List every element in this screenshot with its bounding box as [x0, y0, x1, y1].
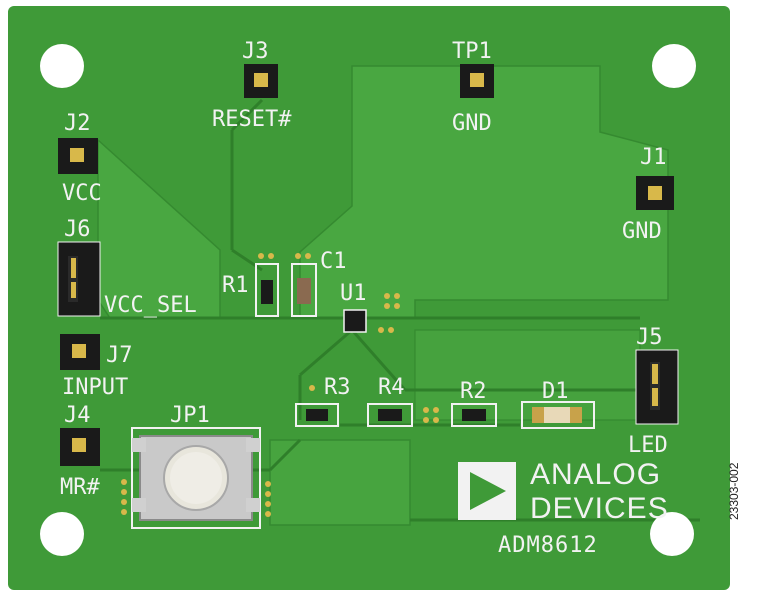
label-j7: J7	[106, 343, 133, 368]
connector-j1	[636, 176, 674, 210]
resistor-r4	[367, 403, 439, 427]
jp1-pin-dots	[121, 479, 271, 517]
label-led: LED	[628, 433, 668, 458]
label-r1: R1	[222, 273, 249, 298]
connector-j4	[60, 428, 100, 466]
resistor-r2	[451, 403, 497, 427]
connector-j2	[58, 138, 98, 174]
label-j4: J4	[64, 403, 91, 428]
label-jp1: JP1	[170, 403, 210, 428]
label-vcc: VCC	[62, 181, 102, 206]
label-input: INPUT	[62, 375, 128, 400]
copper-pour-right	[299, 65, 669, 319]
copper-pour-bottom	[269, 439, 411, 526]
label-gnd-tp1: GND	[452, 111, 492, 136]
label-tp1: TP1	[452, 39, 492, 64]
mounting-hole-tr	[652, 44, 696, 88]
jumper-j5	[635, 349, 679, 425]
label-d1: D1	[542, 379, 569, 404]
analog-devices-logo	[458, 462, 516, 520]
connector-j3	[244, 64, 278, 98]
brand-line-analog: ANALOG	[530, 458, 661, 491]
label-j3: J3	[242, 39, 269, 64]
jumper-j6	[57, 241, 101, 317]
mounting-hole-br	[650, 512, 694, 556]
test-point-tp1	[460, 64, 494, 98]
mounting-hole-bl	[40, 512, 84, 556]
label-c1: C1	[320, 249, 347, 274]
brand-line-devices: DEVICES	[530, 492, 669, 525]
label-gnd-j1: GND	[622, 219, 662, 244]
mounting-hole-tl	[40, 44, 84, 88]
resistor-r1	[255, 253, 279, 317]
label-mr: MR#	[60, 475, 100, 500]
led-d1	[521, 401, 595, 429]
connector-j7	[60, 334, 100, 370]
label-r3: R3	[324, 375, 351, 400]
part-number: ADM8612	[498, 533, 598, 558]
label-r4: R4	[378, 375, 405, 400]
label-u1: U1	[340, 281, 367, 306]
resistor-r3	[295, 385, 339, 427]
label-r2: R2	[460, 379, 487, 404]
capacitor-c1	[291, 253, 317, 317]
label-reset: RESET#	[212, 107, 292, 132]
ic-u1	[343, 293, 400, 333]
figure-id: 23303-002	[727, 462, 741, 520]
label-j6: J6	[64, 217, 91, 242]
label-j2: J2	[64, 111, 91, 136]
label-j5: J5	[636, 325, 663, 350]
label-vcc-sel: VCC_SEL	[104, 293, 197, 318]
push-button-jp1	[121, 427, 271, 529]
copper-pour-right-lower	[414, 329, 641, 421]
label-j1: J1	[640, 145, 667, 170]
